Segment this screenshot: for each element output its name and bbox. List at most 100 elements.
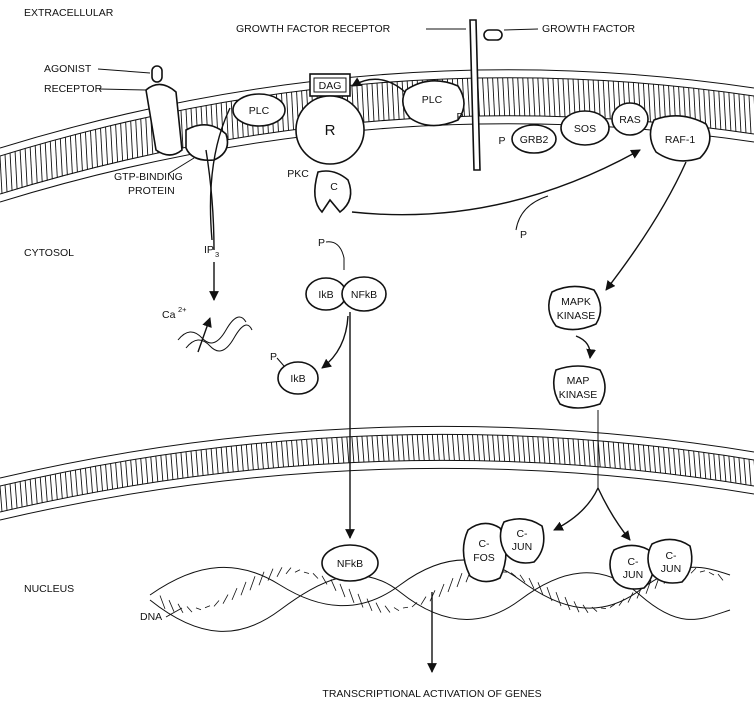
membrane-hatch-line — [704, 452, 706, 478]
membrane-hatch-line — [196, 450, 198, 476]
dna-base-pair — [304, 572, 309, 573]
membrane-hatch-line — [116, 463, 118, 489]
diagram-title: TRANSCRIPTIONAL ACTIVATION OF GENES — [322, 688, 541, 700]
membrane-hatch-line — [362, 436, 364, 462]
membrane-hatch-line — [352, 437, 354, 463]
membrane-hatch-line — [417, 435, 419, 461]
ras-label: RAS — [619, 114, 641, 126]
c-fos-label-1: C- — [478, 538, 490, 550]
growth-factor-receptor-label: GROWTH FACTOR RECEPTOR — [236, 23, 391, 35]
membrane-hatch-line — [382, 435, 384, 461]
c-jun-protein-1: C- JUN — [500, 519, 543, 563]
gtp-binding-label-2: PROTEIN — [128, 185, 175, 197]
ras-protein: RAS — [612, 103, 648, 135]
membrane-hatch-line — [462, 434, 464, 460]
gtp-binding-label-1: GTP-BINDING — [114, 171, 183, 183]
ikb-p-line — [326, 242, 344, 270]
membrane-hatch-line — [583, 440, 585, 466]
dna-base-pair — [700, 571, 705, 572]
membrane-hatch-line — [633, 444, 635, 470]
dna-base-pair — [358, 594, 363, 608]
membrane-hatch-line — [603, 441, 605, 467]
membrane-hatch-line — [256, 444, 258, 470]
membrane-hatch-line — [568, 439, 570, 465]
membrane-hatch-line — [638, 445, 640, 471]
membrane-hatch-line — [483, 435, 485, 461]
dna-base-pair — [340, 584, 345, 597]
membrane-hatch-line — [317, 439, 319, 465]
nfkb-protein: NFkB — [342, 277, 386, 311]
membrane-hatch-line — [513, 436, 515, 462]
membrane-hatch-line — [613, 442, 615, 468]
dna-base-pair — [583, 605, 588, 613]
membrane-hatch-line — [699, 452, 701, 478]
dna-base-pair — [277, 567, 282, 576]
membrane-hatch-line — [648, 446, 650, 472]
dna-leader-line — [166, 608, 182, 617]
membrane-hatch-line — [211, 448, 213, 474]
ikb-free-label: IkB — [290, 373, 305, 385]
membrane-hatch-line — [739, 458, 741, 484]
membrane-hatch-line — [266, 443, 268, 469]
growth-factor-label: GROWTH FACTOR — [542, 23, 636, 35]
membrane-hatch-line — [498, 435, 500, 461]
membrane-hatch-line — [327, 438, 329, 464]
membrane-hatch-line — [407, 435, 409, 461]
raf-phospho-p-label: P — [520, 229, 527, 241]
map-kinase-protein: MAP KINASE — [554, 366, 605, 408]
membrane-hatch-line — [161, 455, 163, 481]
membrane-hatch-line — [246, 445, 248, 471]
dna-label: DNA — [140, 611, 162, 623]
ikb-protein: IkB — [306, 278, 346, 310]
mapk-kinase-protein: MAPK KINASE — [549, 286, 601, 329]
c-jun-3-label-1: C- — [665, 550, 677, 562]
dag-label: DAG — [319, 80, 342, 92]
dna-base-pair — [412, 602, 417, 607]
plc-left-label: PLC — [249, 105, 270, 117]
membrane-hatch-line — [322, 438, 324, 464]
membrane-hatch-line — [166, 455, 168, 481]
membrane-hatch-line — [156, 456, 158, 482]
membrane-hatch-line — [377, 436, 379, 462]
map-kinase-label-2: KINASE — [559, 389, 598, 401]
membrane-hatch-line — [628, 444, 630, 470]
membrane-hatch-line — [60, 473, 62, 499]
membrane-hatch-line — [261, 443, 263, 469]
plc-left: PLC — [233, 94, 285, 126]
nfkb-nuclear-label: NFkB — [337, 558, 363, 570]
ca-superscript: 2+ — [178, 305, 187, 314]
membrane-hatch-line — [136, 459, 138, 485]
membrane-hatch-line — [674, 448, 676, 474]
membrane-hatch-line — [618, 443, 620, 469]
ip3-label: IP — [204, 244, 214, 256]
membrane-hatch-line — [412, 435, 414, 461]
membrane-hatch-line — [287, 441, 289, 467]
ikb-free-p-label: P — [270, 351, 277, 363]
c-jun-1-label-1: C- — [516, 528, 528, 540]
plc-p-label: P — [456, 111, 463, 123]
ip3-label-group: IP 3 — [204, 244, 219, 259]
membrane-hatch-line — [749, 459, 751, 485]
membrane-hatch-line — [593, 440, 595, 466]
membrane-hatch-line — [302, 440, 304, 466]
membrane-hatch-line — [402, 435, 404, 461]
membrane-hatch-line — [221, 447, 223, 473]
dna-base-pair — [547, 587, 552, 601]
membrane-hatch-line — [347, 437, 349, 463]
membrane-hatch-line — [558, 438, 560, 464]
c-jun-protein-2: C- JUN — [610, 545, 654, 589]
membrane-hatch-line — [75, 470, 77, 496]
dna-base-pair — [295, 570, 300, 573]
membrane-hatch-line — [297, 440, 299, 466]
membrane-hatch-line — [437, 434, 439, 460]
dna-base-pair — [331, 579, 336, 590]
nucleus-label: NUCLEUS — [24, 583, 74, 595]
membrane-hatch-line — [442, 434, 444, 460]
membrane-hatch-line — [10, 484, 12, 510]
r-label: R — [325, 122, 336, 139]
c-jun-2-label-1: C- — [627, 556, 639, 568]
membrane-hatch-line — [573, 439, 575, 465]
membrane-hatch-line — [45, 476, 47, 502]
mapk-kinase-label-2: KINASE — [557, 310, 596, 322]
membrane-hatch-line — [332, 438, 334, 464]
